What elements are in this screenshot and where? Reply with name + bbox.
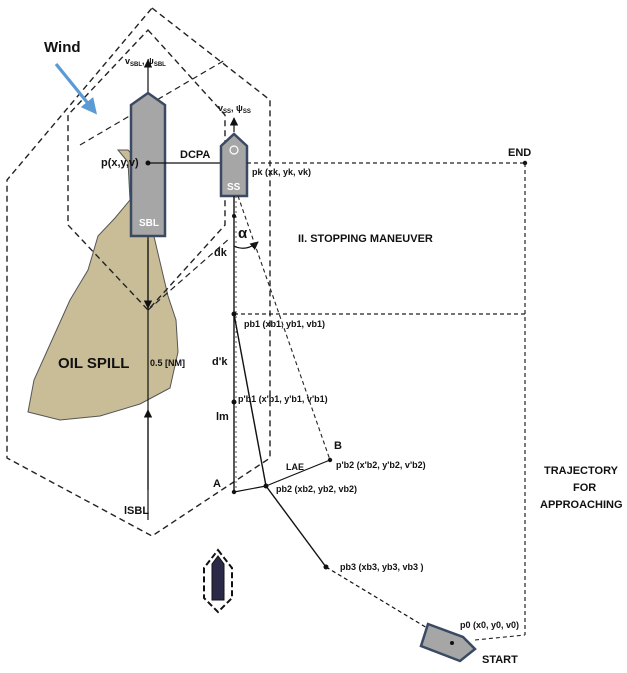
pb2-dot <box>263 483 269 489</box>
maneuver-line-2 <box>265 485 327 568</box>
pb2-label: pb2 (xb2, yb2, vb2) <box>276 484 357 494</box>
ss-velocity-label: vSS, ψSS <box>218 103 251 115</box>
start-label: START <box>482 654 518 666</box>
ss-ship-mark <box>229 145 239 155</box>
alpha-arc <box>233 241 259 251</box>
ss-ship-label: SS <box>227 182 241 193</box>
ss-to-b-line <box>237 195 331 461</box>
start-ship <box>419 622 477 663</box>
trajectory-label-2: FOR <box>573 482 596 494</box>
end-label: END <box>508 147 531 159</box>
lm-label: lm <box>216 411 229 423</box>
wind-sector-line-2 <box>147 237 231 311</box>
wind-label: Wind <box>44 39 81 56</box>
pb1-label: pb1 (xb1, yb1, vb1) <box>244 319 325 329</box>
pb1-prime-dot <box>231 399 237 405</box>
a-to-pb2-line <box>233 485 267 493</box>
inner-hexagon-boundary <box>67 28 226 312</box>
lsbl-label: lSBL <box>124 505 149 517</box>
pb1-prime-label: p'b1 (x'b1, y'b1, v'b1) <box>238 394 328 404</box>
trajectory-label-1: TRAJECTORY <box>544 465 619 477</box>
pb3-dot <box>323 564 329 570</box>
p0-label: p0 (x0, y0, v0) <box>460 620 519 630</box>
pk-label: pk (xk, yk, vk) <box>252 167 311 177</box>
distance-label: 0.5 [NM] <box>150 358 185 368</box>
oil-spill-label: OIL SPILL <box>58 355 129 372</box>
start-connector <box>474 634 526 641</box>
ss-ship <box>219 132 249 198</box>
alpha-label: α <box>238 225 248 242</box>
small-ship-outline <box>203 548 233 614</box>
sbl-velocity-label: vSBL, ψSBL <box>125 56 166 68</box>
point-a-label: A <box>213 478 221 490</box>
dk-label: dk <box>214 247 228 259</box>
pb2-prime-label: p'b2 (x'b2, y'b2, v'b2) <box>336 460 426 470</box>
dk-dot <box>232 214 236 218</box>
trajectory-label-3: APPROACHING <box>540 499 623 511</box>
point-b-label: B <box>334 440 342 452</box>
start-dot <box>450 641 454 645</box>
dk-prime-label: d'k <box>212 356 228 368</box>
dcpa-label: DCPA <box>180 149 210 161</box>
small-ship-icon <box>211 555 225 601</box>
lae-line <box>265 459 331 487</box>
sbl-position-label: p(x,y,v) <box>101 157 139 169</box>
sbl-ship-label: SBL <box>139 218 159 229</box>
pb3-label: pb3 (xb3, yb3, vb3 ) <box>340 562 424 572</box>
outer-hexagon-boundary <box>6 7 271 537</box>
stopping-maneuver-label: II. STOPPING MANEUVER <box>298 233 433 245</box>
lae-label: LAE <box>286 462 304 472</box>
wind-arrow <box>54 62 98 115</box>
maneuver-line-1 <box>233 313 267 487</box>
